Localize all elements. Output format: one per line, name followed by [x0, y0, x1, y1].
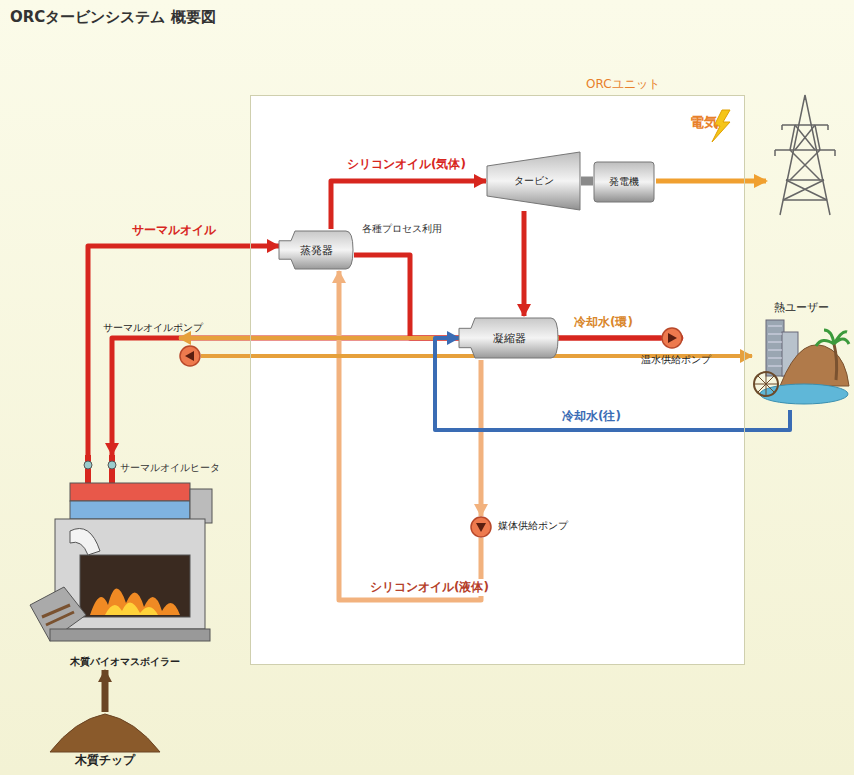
diagram-title: ORCタービンシステム 概要図 [8, 8, 218, 27]
thermal-oil-pump-art [179, 345, 201, 367]
heat-user-art [752, 300, 850, 410]
heat-user: 熱ユーザー [752, 300, 850, 410]
flow-label: 冷却水(往) [560, 408, 623, 425]
hot-water-pump: 温水供給ポンプ [661, 327, 683, 349]
flow-connector [522, 211, 527, 316]
node-text: タービン [514, 174, 554, 188]
media-pump-art [470, 516, 492, 538]
biomass-boiler: 木質バイオマスボイラー [30, 455, 220, 670]
orc-unit-box: 蒸発器タービン発電機凝縮器媒体供給ポンプ温水供給ポンプORCユニット [250, 95, 745, 665]
thermal-oil-pump: サーマルオイルポンプ [179, 345, 201, 367]
electricity-label: 電気 [688, 114, 720, 132]
condenser-vessel: 凝縮器 [459, 316, 559, 360]
node-text: 木質チップ [45, 752, 165, 769]
flow-label: 冷却水(環) [572, 314, 635, 331]
flow-connector [581, 177, 593, 186]
biomass-boiler-art [30, 455, 220, 670]
node-text: 温水供給ポンプ [641, 353, 711, 367]
transmission-tower [775, 95, 835, 215]
node-text: 凝縮器 [493, 331, 526, 346]
hot-water-pump-art [661, 327, 683, 349]
wood-chip-pile: 木質チップ [45, 712, 165, 770]
flow-connector [102, 670, 109, 712]
node-text: 媒体供給ポンプ [498, 519, 568, 533]
flow-connector [479, 360, 484, 516]
process-note: 各種プロセス利用 [360, 222, 444, 236]
power-line [656, 179, 766, 184]
node-text: ORCユニット [586, 76, 660, 93]
turbine-body: タービン [486, 151, 581, 211]
node-text: 発電機 [609, 175, 639, 189]
flow-connector [339, 271, 481, 600]
flow-label: シリコンオイル(液体) [368, 579, 491, 596]
evaporator-vessel: 蒸発器 [279, 229, 354, 271]
flow-label: シリコンオイル(気体) [345, 156, 468, 173]
node-text: 蒸発器 [300, 243, 333, 258]
node-text: 木質バイオマスボイラー [30, 655, 220, 669]
generator-box: 発電機 [593, 161, 655, 203]
node-text: 熱ユーザー [752, 300, 850, 315]
heater-label: サーマルオイルヒータ [118, 461, 222, 475]
node-text: サーマルオイルポンプ [103, 321, 203, 335]
flow-connector [331, 181, 486, 229]
flow-label: サーマルオイル [130, 222, 218, 239]
media-pump: 媒体供給ポンプ [470, 516, 492, 538]
